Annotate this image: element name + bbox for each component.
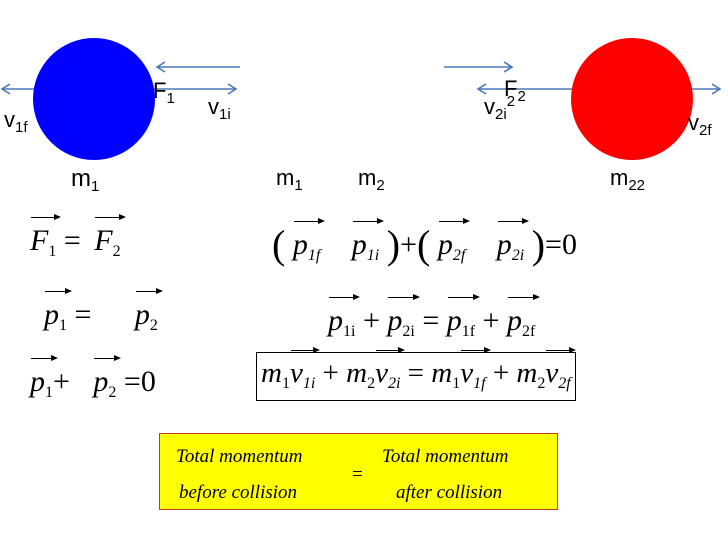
equation-momentum-change: ( p1f p1i )+( p2f p2i )=0 <box>272 218 577 267</box>
label-f1: F1 <box>153 78 175 107</box>
label-v2f: v2f <box>688 110 712 139</box>
label-v2i: v2i2 <box>484 93 516 123</box>
label-m2-mid: m2 <box>358 165 385 194</box>
label-f2: F2 <box>504 76 526 105</box>
summary-box: Total momentum before collision = Total … <box>159 433 558 510</box>
summary-right-top: Total momentum <box>382 446 509 467</box>
ball-1 <box>33 38 155 160</box>
summary-equals: = <box>352 464 363 485</box>
label-v1i: v1i <box>208 94 231 123</box>
label-m2-right: m22 <box>610 165 646 194</box>
ball-2 <box>571 38 693 160</box>
equation-force: F1 = F2 <box>30 214 126 260</box>
label-m1-mid: m1 <box>276 165 303 194</box>
equation-velocity-form: m1v1i + m2v2i = m1v1f + m2v2f <box>256 347 577 401</box>
label-m1-left: m1 <box>71 165 100 195</box>
summary-left-bottom: before collision <box>179 482 298 503</box>
summary-right-bottom: after collision <box>396 482 503 503</box>
label-v1f: v1f <box>4 107 28 136</box>
equation-impulse: p1 = p2 <box>44 288 163 334</box>
equation-conservation: p1i + p2i = p1f + p2f <box>328 294 541 340</box>
summary-left-top: Total momentum <box>176 446 303 467</box>
equation-sum-zero: p1+ p2 =0 <box>30 355 156 401</box>
